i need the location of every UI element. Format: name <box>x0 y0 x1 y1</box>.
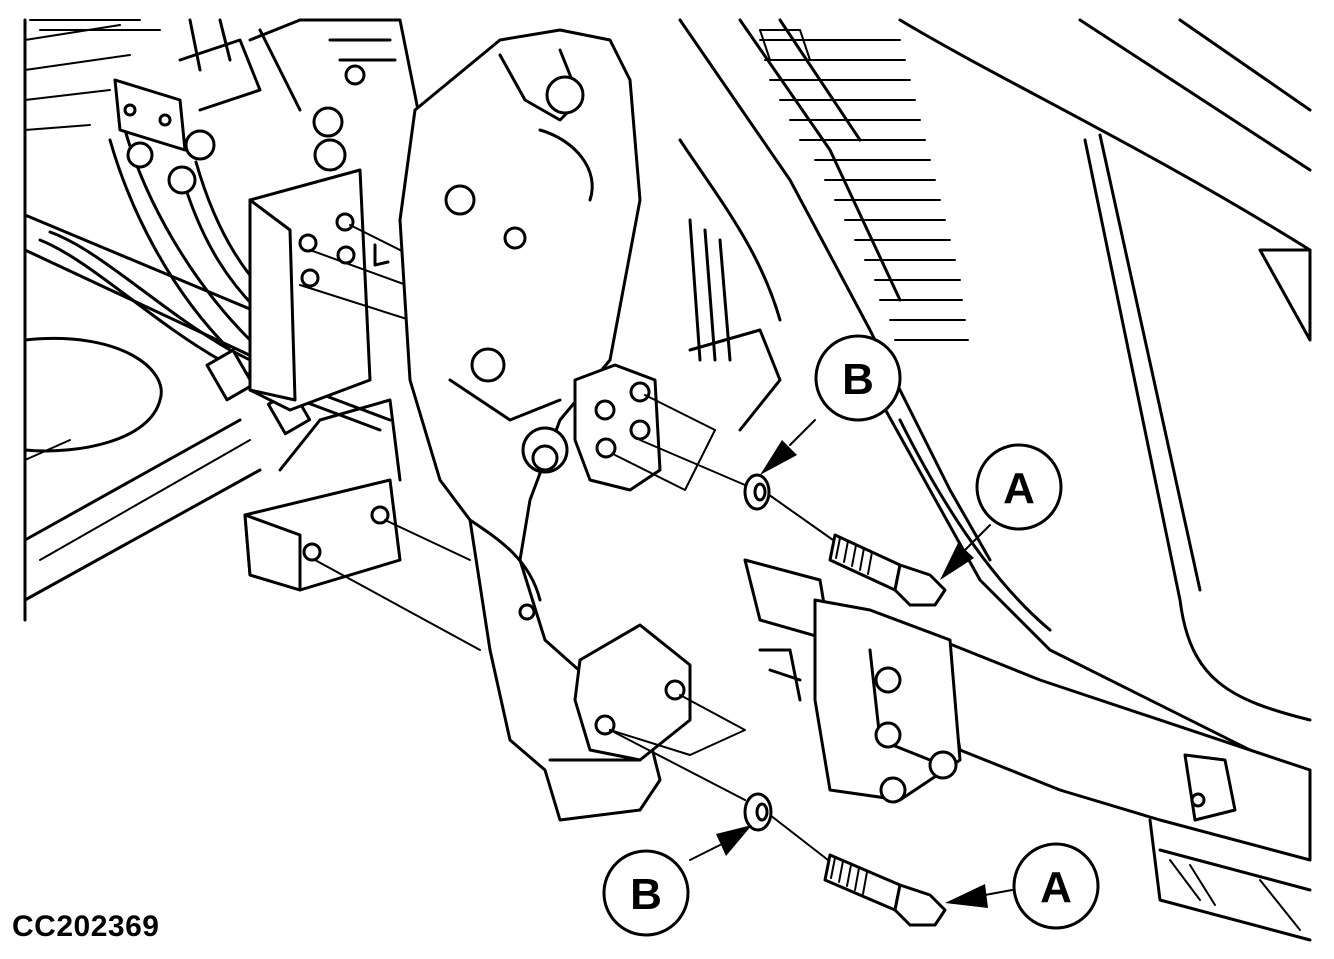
bracket-ear-lower <box>573 623 746 762</box>
callout-a-lower-label: A <box>1040 863 1072 912</box>
callout-b-lower: B <box>602 825 752 937</box>
callout-a-lower: A <box>945 842 1100 930</box>
frame-rail-right <box>938 638 1312 942</box>
callout-b-upper-label: B <box>842 355 874 404</box>
cap-screw-upper <box>639 439 947 607</box>
upper-left-bracket-and-nuts <box>113 18 422 195</box>
washer-upper <box>743 473 771 511</box>
figure-id: CC202369 <box>12 910 160 943</box>
radiator-grille <box>678 18 992 562</box>
washer-lower <box>743 792 773 832</box>
mounting-plate-left <box>248 168 431 412</box>
callout-b-lower-label: B <box>630 870 662 919</box>
bracket-ear-upper <box>573 363 716 492</box>
grille-hatching <box>759 39 969 341</box>
lower-left-block <box>243 398 481 651</box>
callout-a-upper: A <box>940 443 1063 580</box>
callout-b-upper: B <box>760 334 902 475</box>
callout-a-upper-label: A <box>1003 464 1035 513</box>
cap-screw-lower <box>609 729 947 927</box>
hood-panel <box>878 18 1312 782</box>
lower-mount-bracket <box>743 558 962 804</box>
